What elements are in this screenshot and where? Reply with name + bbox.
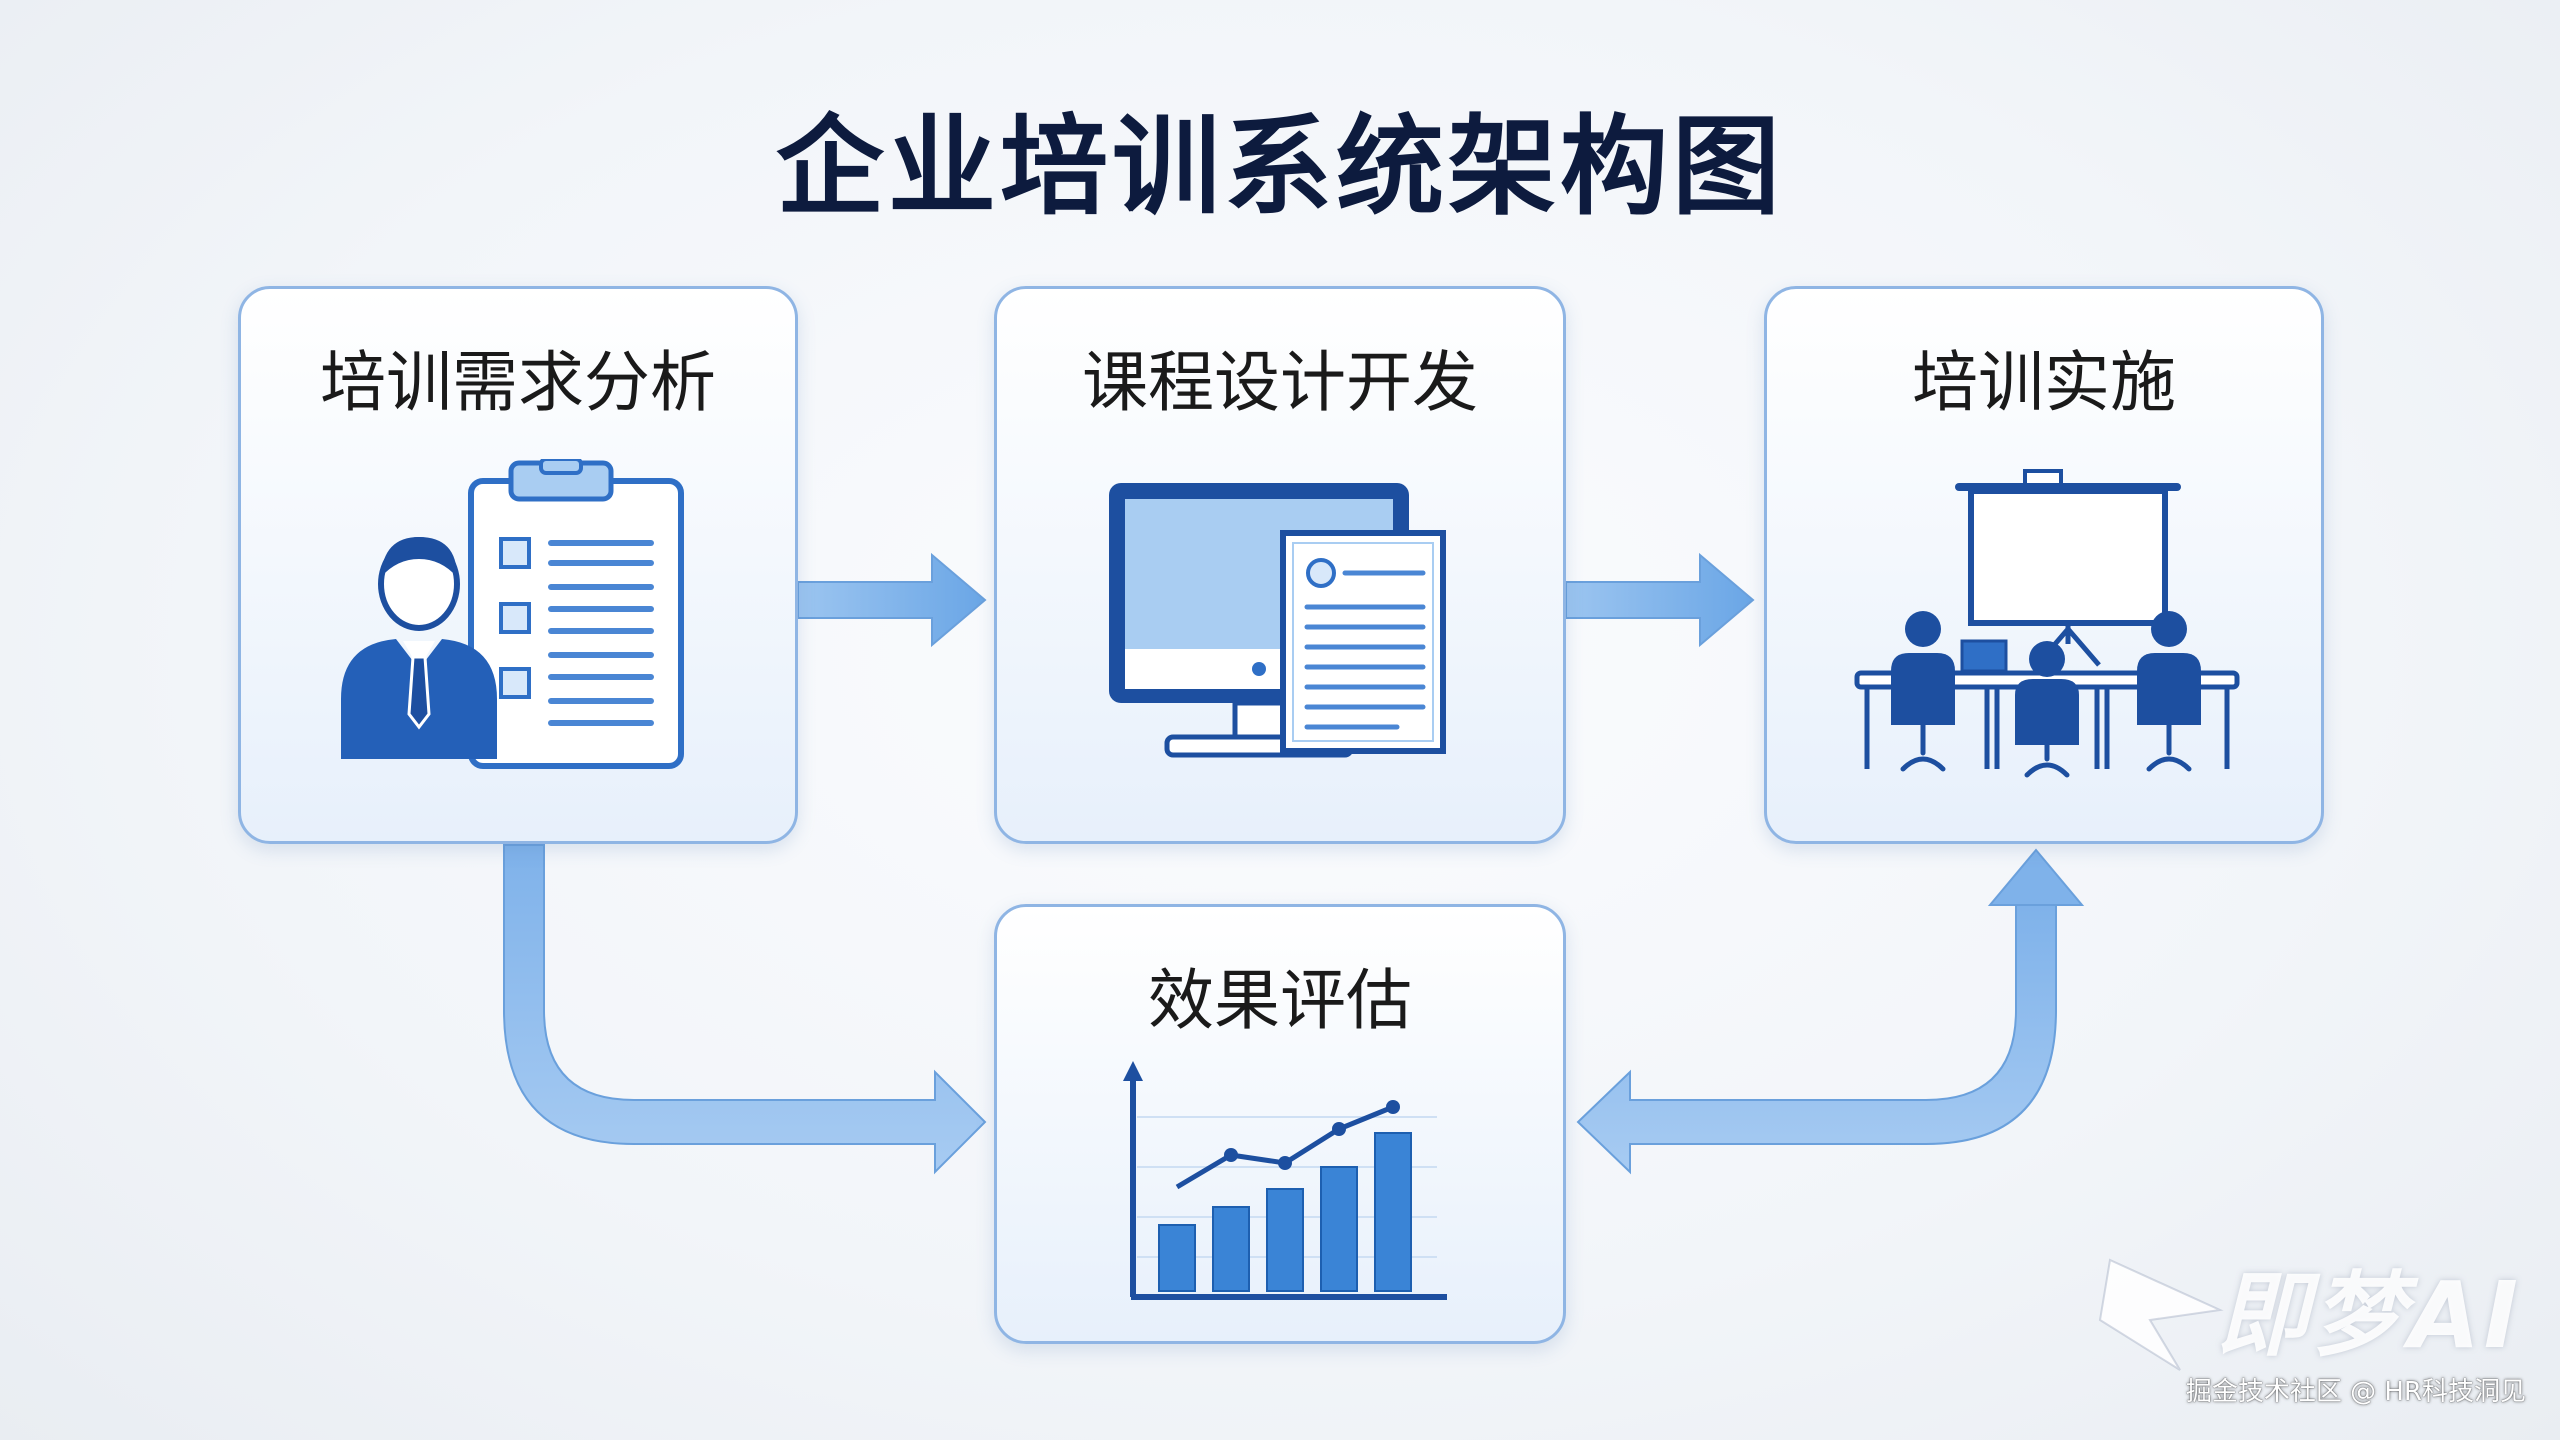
- node-evaluation: 效果评估: [994, 904, 1566, 1344]
- node-needs-analysis: 培训需求分析: [238, 286, 798, 844]
- bar-chart-trend-icon: [1123, 1061, 1447, 1300]
- classroom-presentation-icon: [1854, 469, 2240, 778]
- diagram-title: 企业培训系统架构图: [775, 105, 1784, 230]
- node-course-design: 课程设计开发: [994, 286, 1566, 844]
- node-label: 课程设计开发: [1082, 344, 1478, 421]
- node-label: 培训需求分析: [320, 344, 716, 421]
- edge-needs-to-design: [797, 552, 987, 648]
- node-label: 效果评估: [1148, 962, 1412, 1039]
- clipboard-person-icon: [341, 459, 684, 769]
- watermark-caption: 掘金技术社区 @ HR科技洞见: [2185, 1377, 2526, 1407]
- monitor-document-icon: [1109, 483, 1446, 758]
- edge-delivery-to-evaluation: [1576, 904, 2057, 1175]
- edge-needs-to-evaluation: [503, 844, 987, 1175]
- watermark-logo-icon: [2098, 1258, 2224, 1371]
- edge-design-to-delivery: [1565, 552, 1755, 648]
- node-label: 培训实施: [1912, 344, 2176, 421]
- node-training-delivery: 培训实施: [1764, 286, 2324, 844]
- edge-evaluation-to-delivery: [1987, 848, 2085, 906]
- watermark-logo-text: 即梦AI: [2216, 1262, 2522, 1369]
